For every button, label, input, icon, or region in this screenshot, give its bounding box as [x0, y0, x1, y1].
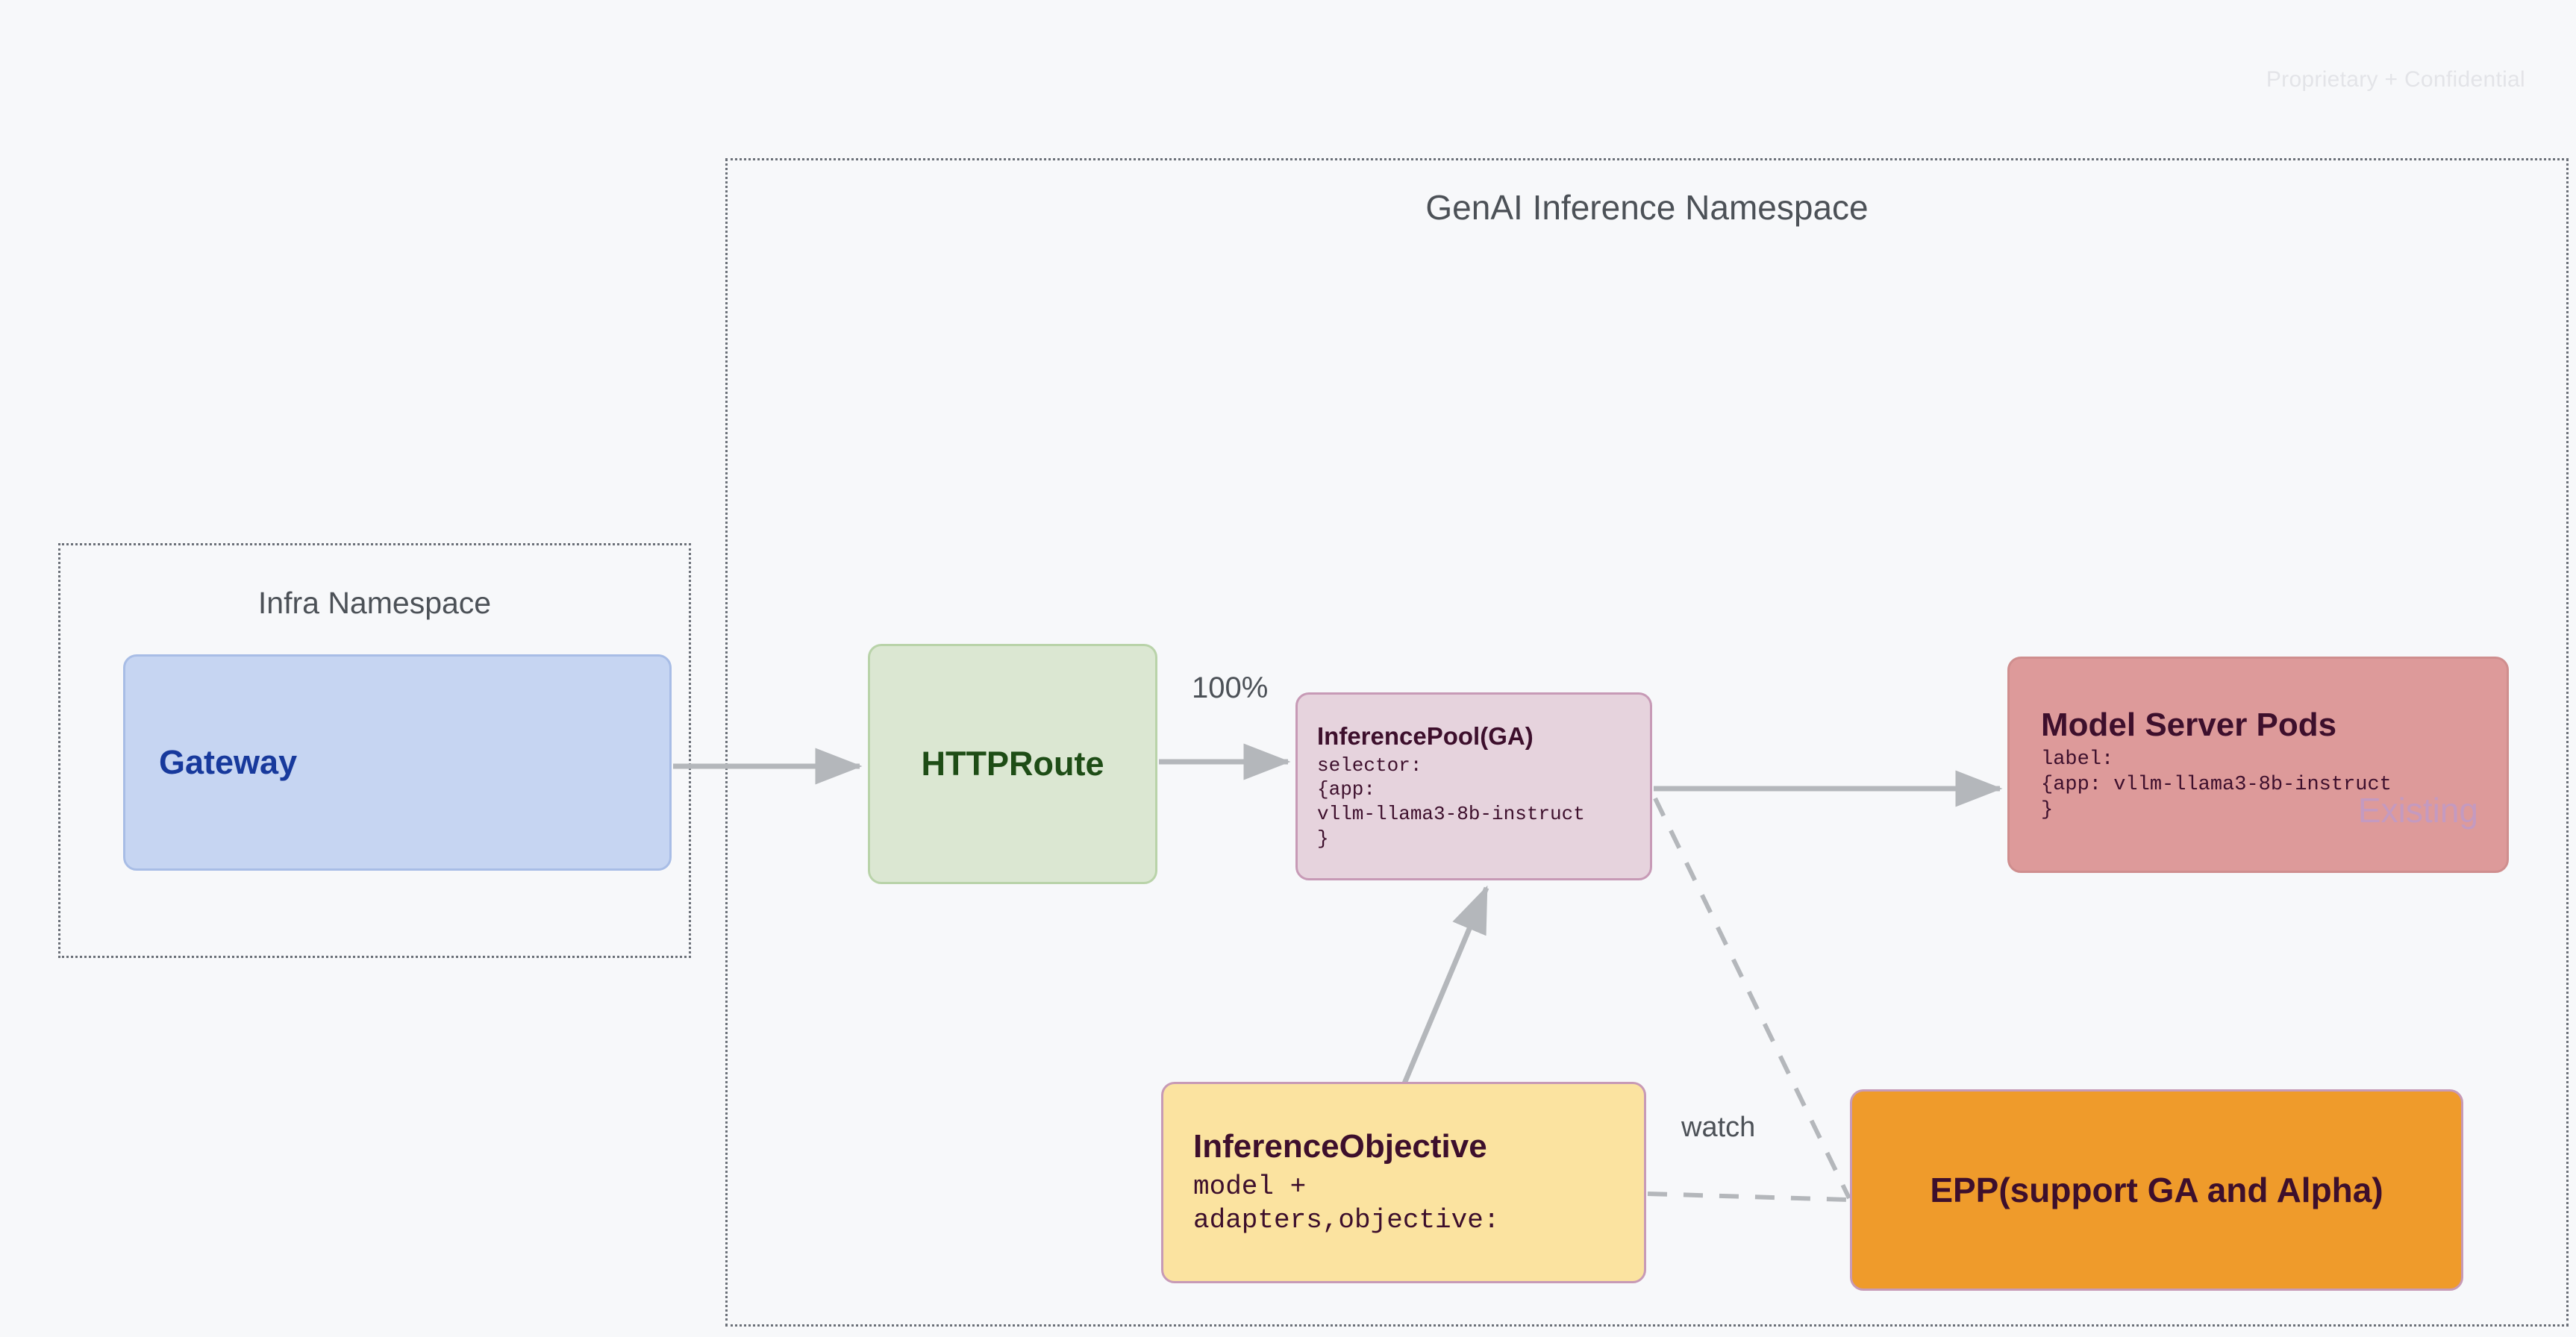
- inferenceobjective-spec: model + adapters,objective:: [1193, 1171, 1500, 1236]
- node-epp[interactable]: EPP(support GA and Alpha): [1850, 1089, 2463, 1291]
- infra-namespace-title: Infra Namespace: [257, 586, 492, 620]
- inferenceobjective-title: InferenceObjective: [1193, 1128, 1487, 1165]
- confidential-watermark: Proprietary + Confidential: [2266, 67, 2525, 92]
- genai-inference-namespace-container: GenAI Inference Namespace: [725, 158, 2569, 1327]
- epp-title: EPP(support GA and Alpha): [1930, 1171, 2383, 1209]
- existing-badge: Existing: [2357, 791, 2478, 830]
- gateway-title: Gateway: [159, 743, 298, 781]
- infra-namespace-container: Infra Namespace: [58, 543, 691, 958]
- edge-label-watch: watch: [1681, 1112, 1756, 1143]
- edge-label-traffic-weight: 100%: [1192, 671, 1269, 704]
- node-gateway[interactable]: Gateway: [123, 654, 672, 871]
- model-server-pods-label-spec: label: {app: vllm-llama3-8b-instruct }: [2041, 748, 2392, 821]
- node-model-server-pods[interactable]: Model Server Pods label: {app: vllm-llam…: [2007, 657, 2509, 873]
- node-httproute[interactable]: HTTPRoute: [868, 644, 1157, 884]
- model-server-pods-title: Model Server Pods: [2041, 706, 2337, 743]
- node-inferencepool[interactable]: InferencePool(GA) selector: {app: vllm-l…: [1295, 692, 1652, 880]
- genai-namespace-title: GenAI Inference Namespace: [1425, 188, 1869, 227]
- node-inferenceobjective[interactable]: InferenceObjective model + adapters,obje…: [1161, 1082, 1646, 1283]
- httproute-title: HTTPRoute: [921, 745, 1104, 783]
- inferencepool-title: InferencePool(GA): [1317, 721, 1534, 750]
- inferencepool-selector-spec: selector: {app: vllm-llama3-8b-instruct …: [1317, 754, 1585, 850]
